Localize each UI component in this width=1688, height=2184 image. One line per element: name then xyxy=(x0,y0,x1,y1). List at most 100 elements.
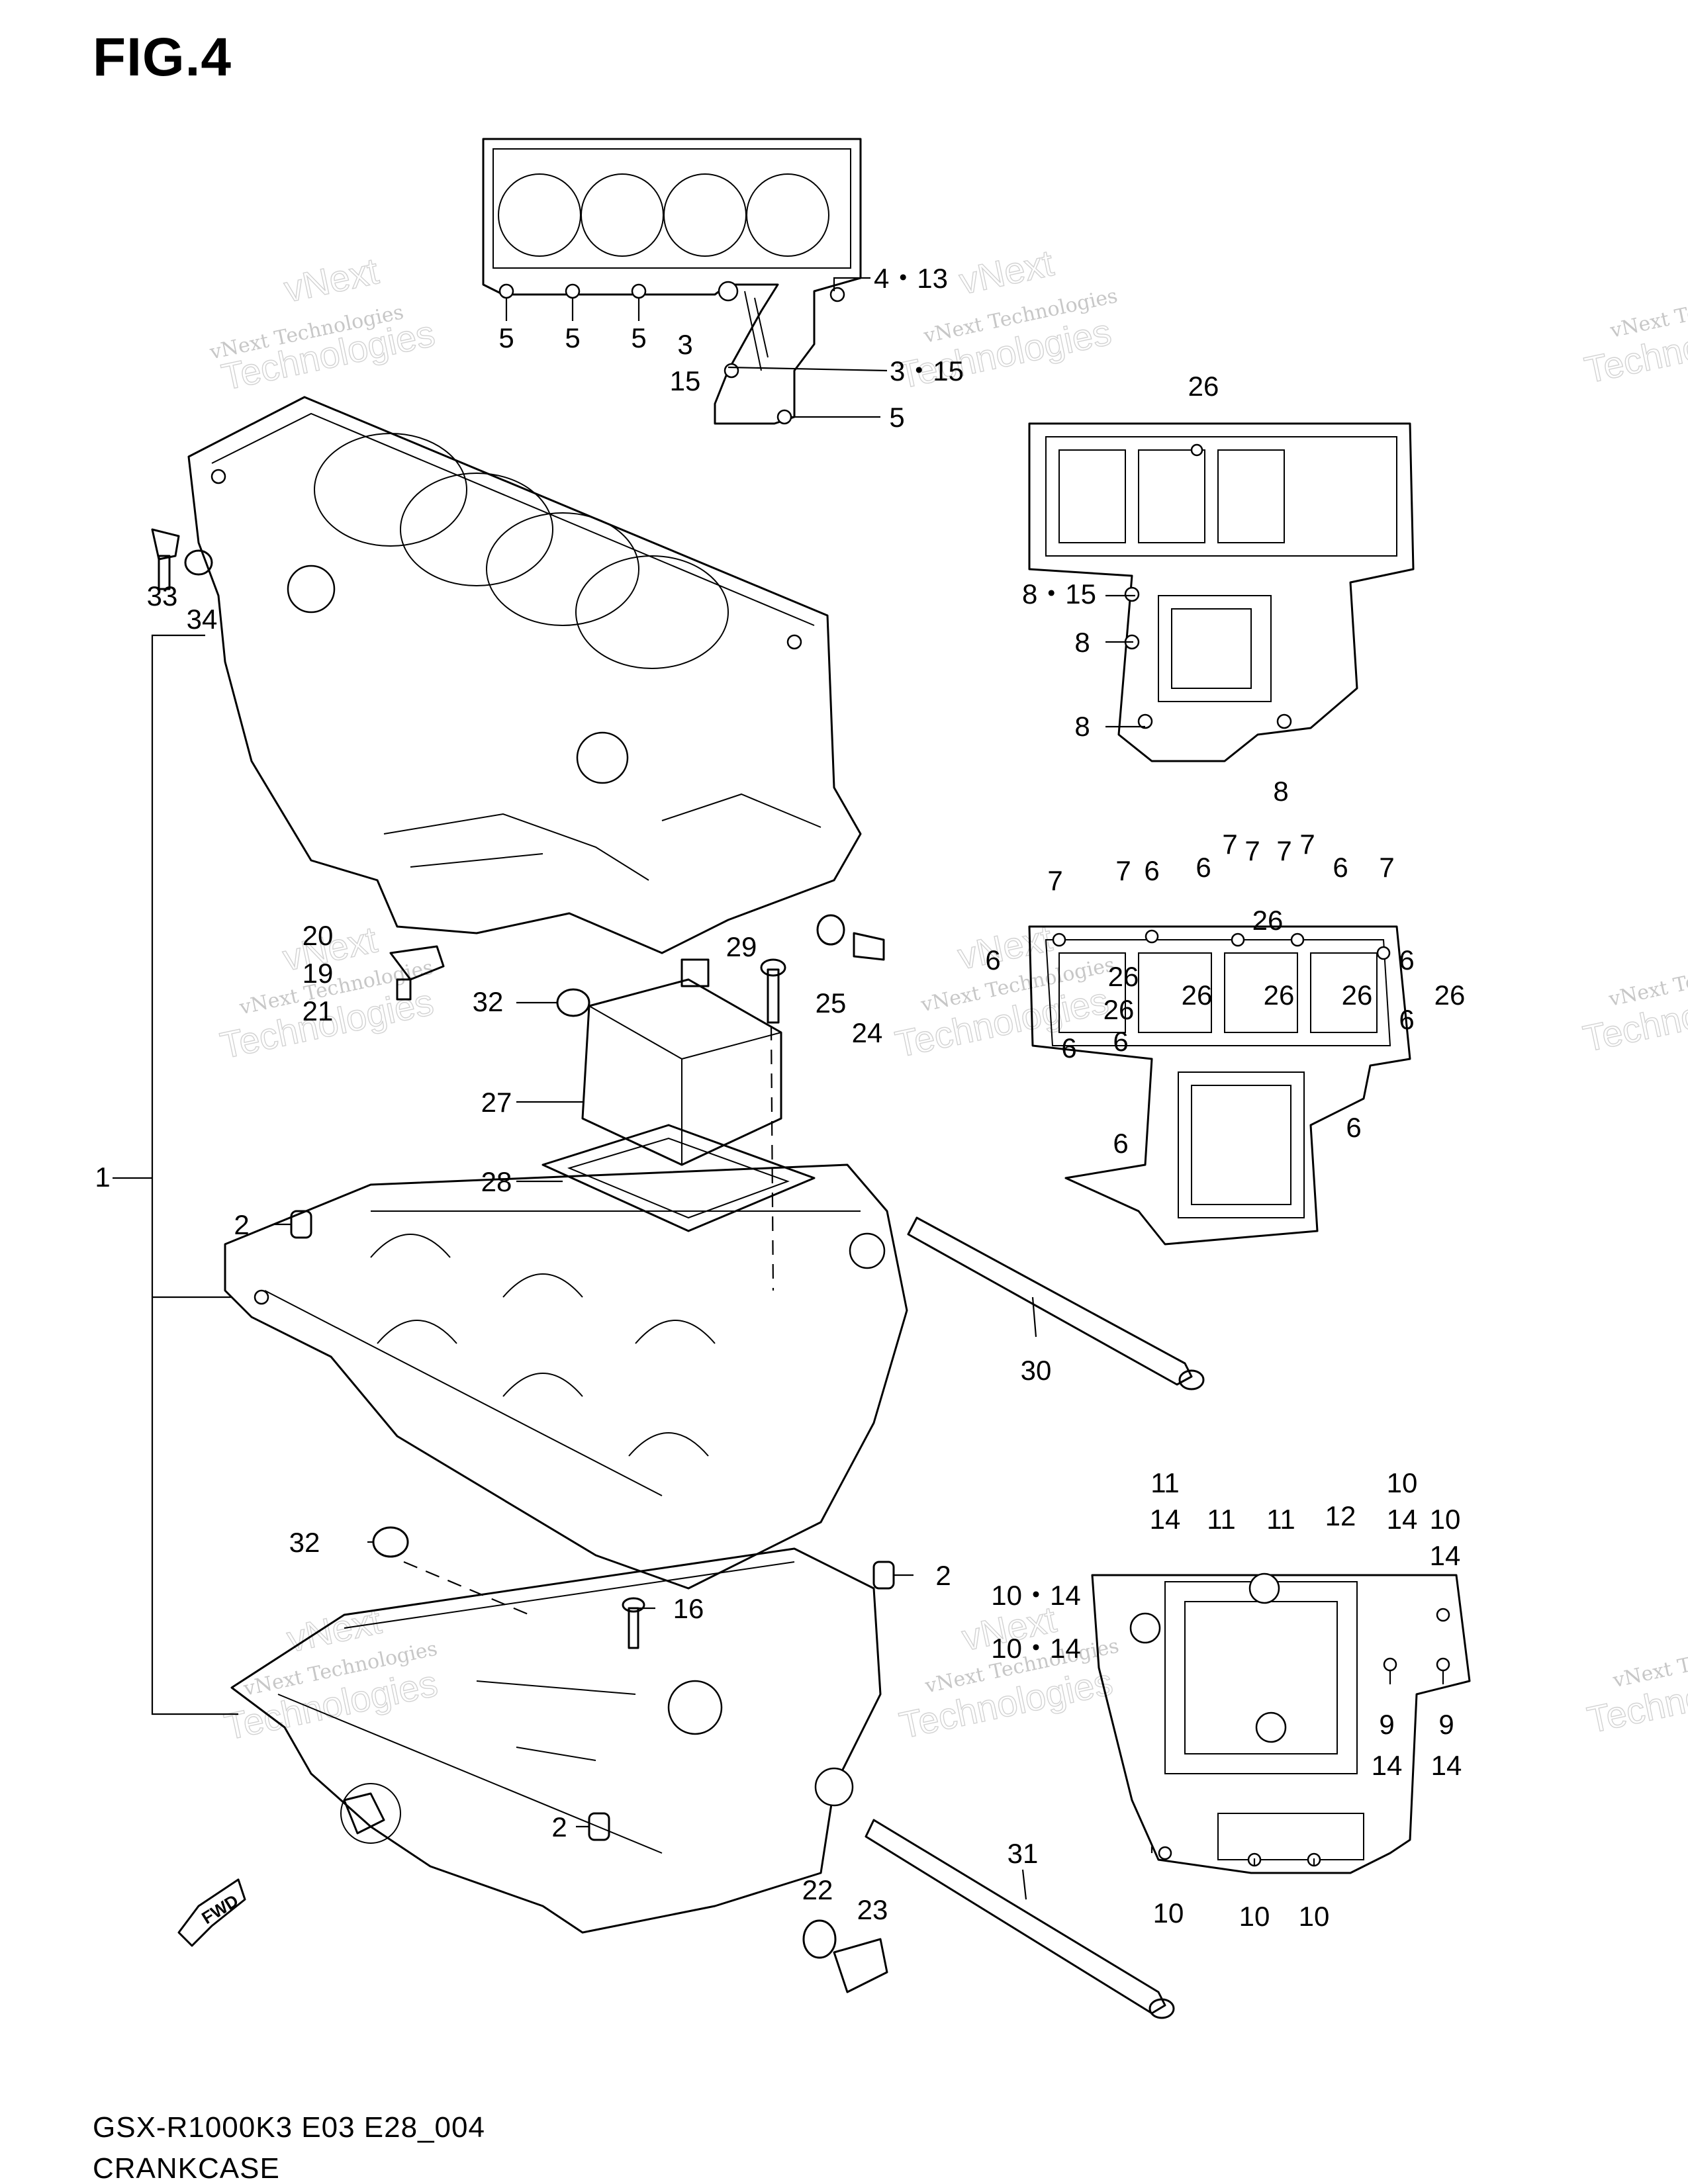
callout-26: 26 xyxy=(1188,371,1219,402)
callout-28: 28 xyxy=(481,1166,512,1197)
callout-7: 7 xyxy=(1222,829,1237,860)
callout-26: 26 xyxy=(1264,979,1295,1011)
callout-10-14: 10・14 xyxy=(991,1633,1080,1664)
callout-26: 26 xyxy=(1252,905,1284,936)
callout-9: 9 xyxy=(1379,1709,1394,1740)
callout-6: 6 xyxy=(1113,1128,1128,1159)
watermark-5: vNext Technologies Technologies vNext xyxy=(891,917,1117,1066)
callout-5: 5 xyxy=(631,322,646,353)
callout-6: 6 xyxy=(1333,852,1348,883)
lower-crankcase-bottom xyxy=(230,1547,882,1934)
watermark-text: vNext xyxy=(956,242,1058,302)
callout-2: 2 xyxy=(935,1560,951,1591)
callout-8: 8 xyxy=(1273,776,1288,807)
callout-11: 11 xyxy=(1207,1504,1236,1535)
callout-9: 9 xyxy=(1438,1709,1454,1740)
lower-crankcase-mid xyxy=(224,1163,908,1590)
callout-12: 12 xyxy=(1325,1500,1356,1531)
callout-26: 26 xyxy=(1108,961,1139,992)
callout-5: 5 xyxy=(565,322,580,353)
callout-22: 22 xyxy=(802,1874,833,1905)
callout-20: 20 xyxy=(303,920,334,951)
callout-7: 7 xyxy=(1299,829,1315,860)
fwd-arrow: FWD xyxy=(177,1878,246,1947)
upper-crankcase xyxy=(187,396,862,954)
callout-1: 1 xyxy=(95,1161,110,1193)
view-middle-right xyxy=(1028,925,1411,1246)
callout-33: 33 xyxy=(147,580,178,612)
figure-title: FIG.4 xyxy=(93,27,232,87)
callout-31: 31 xyxy=(1008,1838,1039,1869)
callout-7: 7 xyxy=(1047,865,1062,896)
callout-32: 32 xyxy=(473,986,504,1017)
callout-7: 7 xyxy=(1244,835,1260,866)
callout-26: 26 xyxy=(1182,979,1213,1011)
callout-32: 32 xyxy=(289,1527,320,1558)
callout-26: 26 xyxy=(1434,979,1466,1011)
callout-7: 7 xyxy=(1115,855,1131,886)
callout-2: 2 xyxy=(551,1811,567,1843)
small-parts xyxy=(151,528,1205,2019)
breather-cover xyxy=(541,958,816,1232)
callout-26: 26 xyxy=(1342,979,1373,1011)
watermark-7: vNext Technologies Technologies vNext xyxy=(220,1599,442,1748)
callout-6: 6 xyxy=(985,944,1000,976)
callout-4-13: 4・13 xyxy=(874,263,948,294)
callout-5: 5 xyxy=(889,402,904,433)
callout-8: 8 xyxy=(1074,711,1090,742)
callout-15: 15 xyxy=(670,365,701,396)
callout-6: 6 xyxy=(1196,852,1211,883)
watermark-3: vNext Technologies Technologies xyxy=(1581,279,1688,392)
callout-6: 6 xyxy=(1399,1004,1414,1035)
watermark-6: vNext Technologies Technologies xyxy=(1579,948,1688,1060)
callout-24: 24 xyxy=(852,1017,883,1048)
watermark-1: vNext Technologies Technologies vNext xyxy=(207,249,439,398)
callout-3-15: 3・15 xyxy=(890,355,964,387)
callout-14: 14 xyxy=(1372,1750,1403,1781)
callout-30: 30 xyxy=(1021,1355,1052,1386)
leader-lines xyxy=(275,277,1444,1900)
callout-10: 10 xyxy=(1153,1897,1184,1929)
callout-8: 8 xyxy=(1074,627,1090,658)
view-lower-right xyxy=(1091,1572,1471,1874)
callout-5: 5 xyxy=(498,322,514,353)
callout-11: 11 xyxy=(1266,1504,1295,1535)
callout-21: 21 xyxy=(303,995,334,1026)
callout-11: 11 xyxy=(1150,1467,1180,1498)
callout-10: 10 xyxy=(1430,1504,1461,1535)
assembly-bracket xyxy=(113,634,238,1715)
callout-16: 16 xyxy=(673,1593,704,1624)
callout-6: 6 xyxy=(1113,1026,1128,1057)
callout-14: 14 xyxy=(1150,1504,1181,1535)
callout-26: 26 xyxy=(1103,994,1135,1025)
callout-14: 14 xyxy=(1431,1750,1462,1781)
callouts: 5 5 5 3 15 4・13 3・15 5 26 8・15 8 8 8 33 … xyxy=(95,263,1465,1932)
callout-29: 29 xyxy=(726,931,757,962)
callout-7: 7 xyxy=(1379,852,1394,883)
fwd-label: FWD xyxy=(198,1890,242,1928)
callout-6: 6 xyxy=(1399,944,1414,976)
callout-7: 7 xyxy=(1276,835,1291,866)
callout-14: 14 xyxy=(1430,1540,1461,1571)
callout-34: 34 xyxy=(187,604,218,635)
callout-14: 14 xyxy=(1387,1504,1418,1535)
callout-6: 6 xyxy=(1346,1112,1361,1143)
callout-27: 27 xyxy=(481,1087,512,1118)
callout-10: 10 xyxy=(1239,1901,1270,1932)
callout-8-15: 8・15 xyxy=(1022,578,1096,610)
callout-6: 6 xyxy=(1144,855,1159,886)
callout-10: 10 xyxy=(1299,1901,1330,1932)
callout-10: 10 xyxy=(1387,1467,1418,1498)
callout-10-14: 10・14 xyxy=(991,1580,1080,1611)
callout-3: 3 xyxy=(677,329,692,360)
callout-6: 6 xyxy=(1061,1032,1076,1064)
model-code: GSX-R1000K3 E03 E28_004 xyxy=(93,2111,485,2144)
watermark-9: vNext Technologies Technologies xyxy=(1583,1629,1688,1741)
callout-2: 2 xyxy=(234,1209,249,1240)
callout-19: 19 xyxy=(303,958,334,989)
callout-25: 25 xyxy=(816,987,847,1019)
watermark-text: vNext xyxy=(281,250,383,310)
callout-23: 23 xyxy=(857,1894,888,1925)
section-name: CRANKCASE xyxy=(93,2152,280,2184)
